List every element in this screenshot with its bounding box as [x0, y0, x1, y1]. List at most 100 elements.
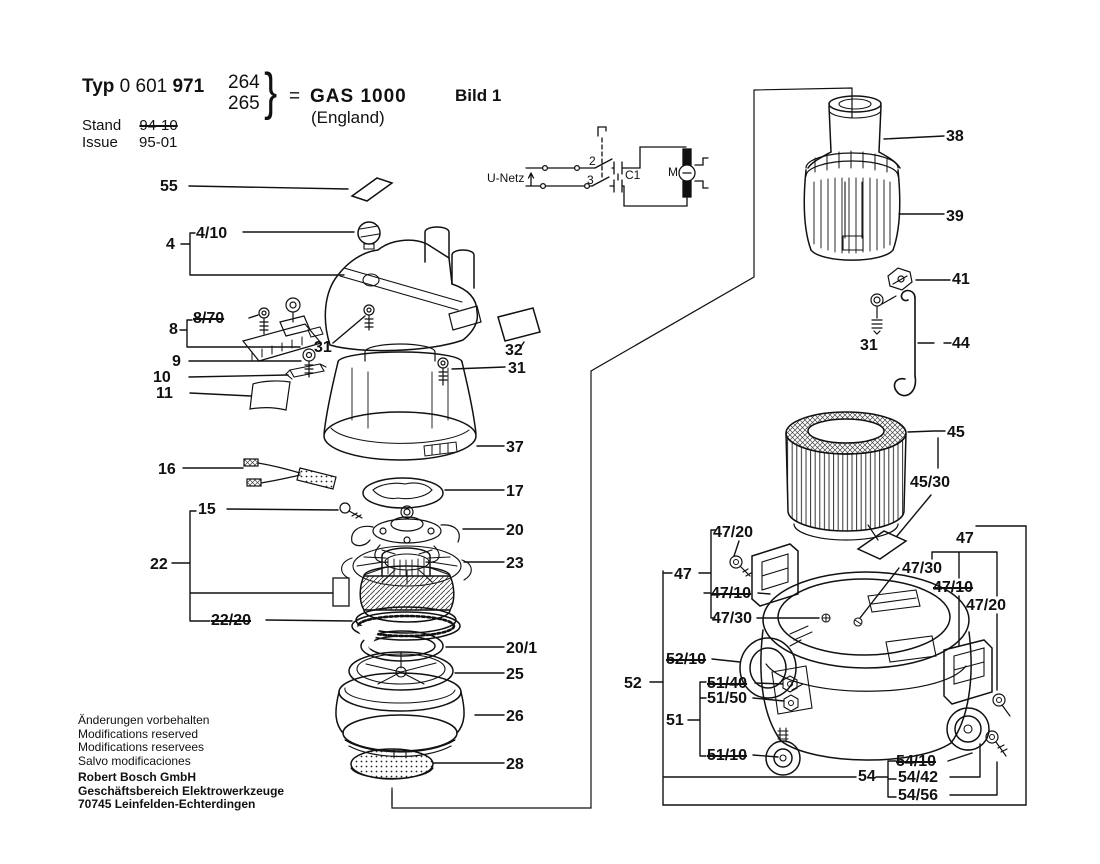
part-label-31-b: 31 — [508, 360, 526, 377]
part-label-54: 54 — [858, 768, 876, 785]
sticker-32-drawing — [497, 307, 541, 342]
part-label-47-20-a: 47/20 — [713, 524, 754, 541]
part-label-9: 9 — [172, 353, 181, 370]
part-label-31-a: 31 — [314, 339, 332, 356]
part-label-51-50: 51/50 — [707, 690, 748, 707]
part-label-20: 20 — [506, 522, 524, 539]
mains-label: U-Netz — [487, 171, 525, 185]
arrow-up-icon — [527, 172, 535, 187]
part-label-47-20-b: 47/20 — [966, 597, 1007, 614]
part-label-32: 32 — [505, 342, 523, 359]
part-label-4-10: 4/10 — [196, 225, 228, 242]
part-label-51-40: 51/40 — [707, 675, 748, 692]
part-label-38: 38 — [946, 128, 964, 145]
part-label-28: 28 — [506, 756, 524, 773]
motor-head-housing-drawing — [324, 226, 482, 352]
stand-value: 94-10 — [139, 117, 178, 134]
variant-bottom: 265 — [228, 93, 260, 114]
issue-label: Issue — [82, 134, 118, 151]
part-label-54-10: 54/10 — [896, 753, 937, 770]
part-label-47-b: 47 — [956, 530, 974, 547]
part-label-8: 8 — [169, 321, 178, 338]
part-label-51-10: 51/10 — [707, 747, 748, 764]
cartridge-filter-45-drawing — [785, 411, 907, 541]
variant-top: 264 — [228, 72, 260, 93]
pin-15-drawing — [339, 502, 363, 519]
stand-line: Stand 94-10 — [82, 117, 178, 134]
part-label-4: 4 — [166, 236, 175, 253]
wiring-schematic — [525, 126, 709, 207]
terminal-3-label: 3 — [587, 173, 594, 187]
screws-and-switch-drawing — [241, 297, 449, 411]
legal-line-en: Modifications reserved — [78, 726, 199, 741]
part-label-8-70: 8/70 — [193, 310, 225, 327]
partition-line — [391, 87, 853, 809]
part-label-47-30-a: 47/30 — [712, 610, 753, 627]
part-label-55: 55 — [160, 178, 178, 195]
part-label-25: 25 — [506, 666, 524, 683]
part-label-47-10-a: 47/10 — [711, 585, 752, 602]
part-label-54-56: 54/56 — [898, 787, 939, 804]
part-label-37: 37 — [506, 439, 524, 456]
equals-sign: = — [289, 86, 301, 107]
part-label-52-10: 52/10 — [666, 651, 707, 668]
knob-4-10-drawing — [357, 221, 381, 250]
gasket-17-drawing — [362, 477, 444, 509]
motor-label: M — [668, 165, 678, 179]
type-line: Typ 0 601 971 — [82, 76, 204, 98]
part-label-45-30: 45/30 — [910, 474, 951, 491]
leader-lines — [171, 135, 1027, 807]
sticker-55-drawing — [350, 177, 394, 202]
part-label-11: 11 — [156, 385, 173, 402]
stand-label: Stand — [82, 117, 122, 134]
legal-line-es: Salvo modificaciones — [78, 753, 191, 768]
foam-filter-28-drawing — [350, 748, 434, 780]
part-label-51: 51 — [666, 712, 684, 729]
legal-line-de: Änderungen vorbehalten — [78, 713, 210, 727]
part-label-10: 10 — [153, 369, 171, 386]
part-label-52: 52 — [624, 675, 642, 692]
part-label-44: 44 — [952, 335, 970, 352]
motor-cover-37-drawing — [323, 343, 477, 461]
base-bowl-26-drawing — [335, 672, 465, 759]
variant-numbers: 264 265 — [228, 72, 260, 114]
model-region: (England) — [311, 108, 385, 127]
sheet-number: Bild 1 — [455, 86, 502, 105]
part-label-20-1: 20/1 — [506, 640, 538, 657]
screw-31-right-drawing — [870, 293, 884, 335]
motor-22-drawing — [332, 547, 461, 641]
legal-line-fr: Modifications reservees — [78, 740, 205, 754]
diamond-45-30-drawing — [856, 530, 908, 560]
typ-number-right: 971 — [172, 76, 205, 97]
part-label-39: 39 — [946, 208, 964, 225]
company-address: 70745 Leinfelden-Echterdingen — [78, 797, 256, 811]
container-47-drawing — [729, 543, 1011, 776]
part-label-54-42: 54/42 — [898, 769, 939, 786]
part-label-31-c: 31 — [860, 337, 878, 354]
ring-20-1-drawing — [355, 622, 444, 662]
terminal-2-label: 2 — [589, 154, 596, 168]
diffuser-25-drawing — [348, 651, 454, 691]
part-label-22: 22 — [150, 556, 168, 573]
part-label-47-30-b: 47/30 — [902, 560, 943, 577]
typ-number-left: 0 601 — [119, 76, 168, 97]
company-name: Robert Bosch GmbH — [78, 770, 197, 784]
bracket-41-drawing — [881, 267, 913, 305]
filter-cage-38-39-drawing — [803, 95, 901, 261]
part-label-41: 41 — [952, 271, 970, 288]
part-label-23: 23 — [506, 555, 524, 572]
part-label-16: 16 — [158, 461, 176, 478]
wire-rod-44-drawing — [893, 289, 917, 397]
brace-glyph: } — [264, 63, 278, 121]
model-name: GAS 1000 — [310, 86, 407, 107]
issue-value: 95-01 — [139, 134, 178, 151]
issue-line: Issue 95-01 — [82, 134, 177, 151]
company-division: Geschäftsbereich Elektrowerkzeuge — [78, 783, 285, 798]
part-label-45: 45 — [947, 424, 965, 441]
part-label-47-a: 47 — [674, 566, 692, 583]
part-label-17: 17 — [506, 483, 524, 500]
capacitor-label: C1 — [625, 168, 641, 182]
legal-block: Änderungen vorbehalten Modifications res… — [78, 713, 285, 812]
